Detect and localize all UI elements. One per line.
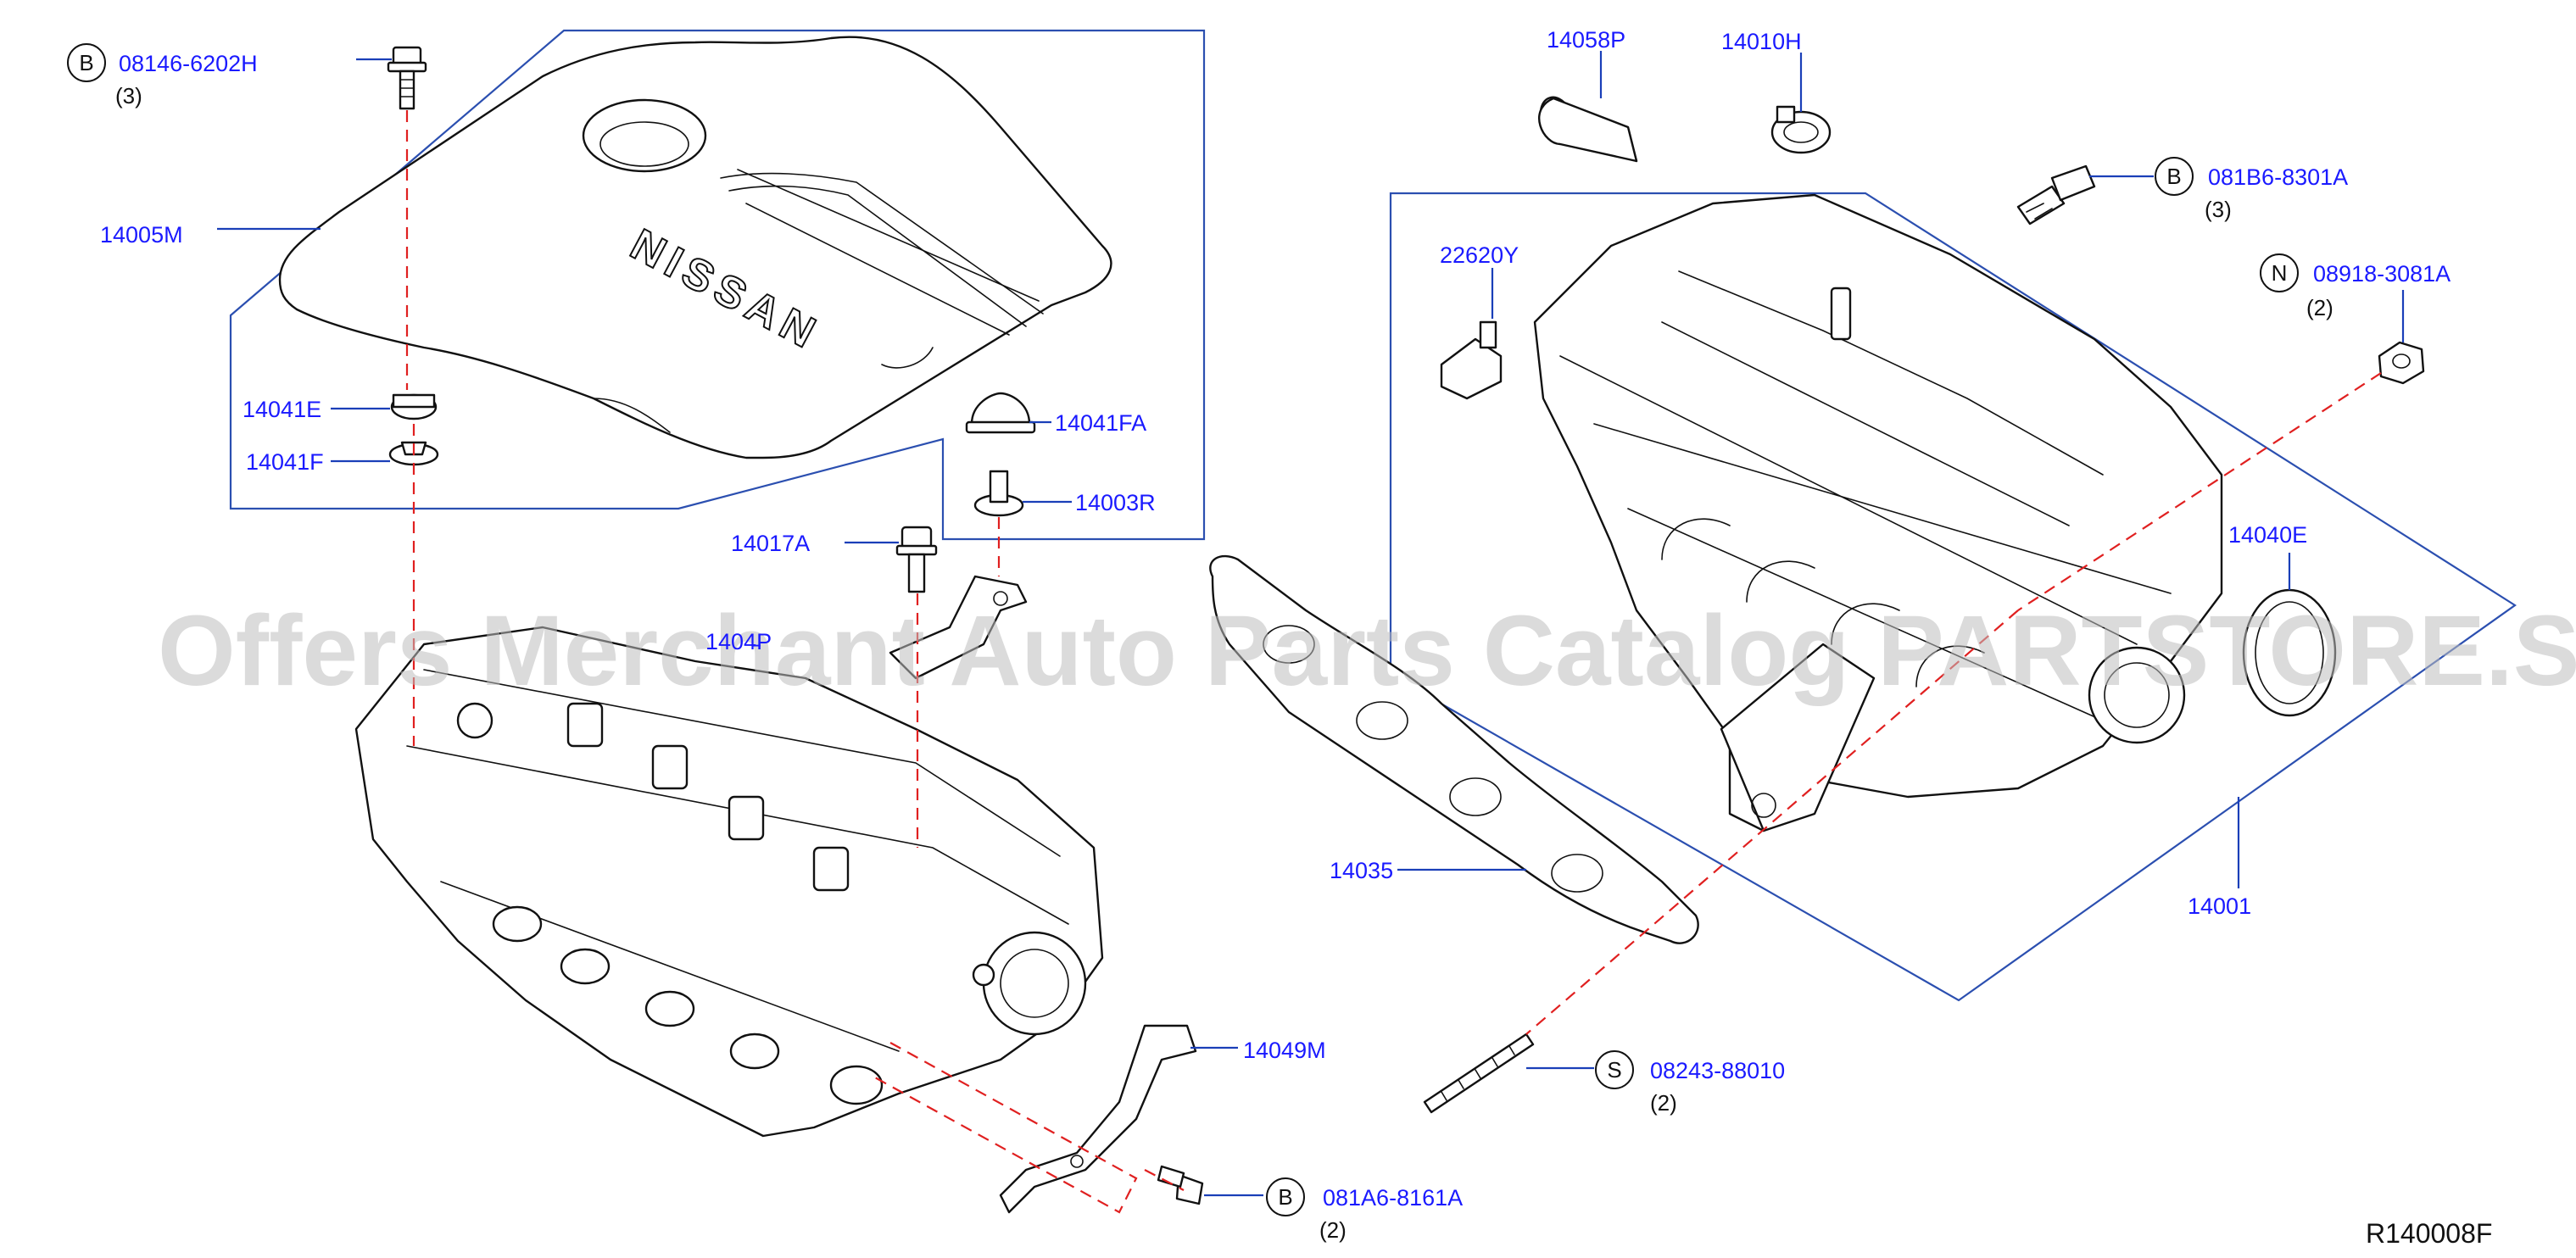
- part-number-14040e[interactable]: 14040E: [2228, 522, 2307, 548]
- assembly-line: [2017, 372, 2382, 611]
- callout-badge: [2155, 157, 2194, 196]
- part-number-08146-6202h[interactable]: 08146-6202H: [119, 51, 258, 76]
- callout-badge: [1595, 1050, 1634, 1089]
- quantity-081b6: (3): [2205, 197, 2232, 222]
- callout-badge: [1266, 1177, 1305, 1216]
- part-number-08918-3081a[interactable]: 08918-3081A: [2313, 261, 2451, 287]
- bolt-08146[interactable]: [387, 46, 427, 110]
- cylinder-head-assembly: [354, 626, 1104, 1138]
- assembly-line: [1525, 610, 2019, 1035]
- clamp-14010h[interactable]: [1770, 105, 1832, 154]
- bolt-081a6[interactable]: [1157, 1165, 1204, 1205]
- bracket-1404p[interactable]: [889, 575, 1028, 680]
- part-number-14010h[interactable]: 14010H: [1721, 29, 1802, 54]
- bolt-081b6[interactable]: [2016, 164, 2096, 225]
- grommet-14041fa[interactable]: [965, 392, 1036, 434]
- watermark-text: Offers Merchant Auto Parts Catalog PARTS…: [158, 595, 2576, 707]
- nut-08918[interactable]: [2378, 341, 2425, 385]
- engine-cover[interactable]: NISSAN: [278, 36, 1112, 459]
- part-number-14035[interactable]: 14035: [1330, 858, 1393, 883]
- intake-manifold[interactable]: [1533, 193, 2223, 832]
- assembly-line: [873, 1042, 1138, 1214]
- intake-gasket[interactable]: [1209, 554, 1699, 944]
- part-number-081b6-8301a[interactable]: 081B6-8301A: [2208, 164, 2348, 190]
- bolt-14017a[interactable]: [895, 526, 938, 593]
- callout-badge-letter: N: [2272, 260, 2288, 286]
- assembly-line: [1144, 1169, 1185, 1191]
- part-number-14049m[interactable]: 14049M: [1243, 1038, 1326, 1063]
- callout-badge-letter: B: [2166, 164, 2181, 189]
- engine-cover-frame: [229, 29, 1206, 541]
- grommet-14041e[interactable]: [390, 393, 438, 420]
- callout-badge-letter: S: [1607, 1057, 1621, 1083]
- part-number-1404p[interactable]: 1404̵P: [705, 629, 772, 654]
- part-number-14003r[interactable]: 14003R: [1075, 490, 1156, 515]
- diagram-reference: R140008F: [2366, 1218, 2492, 1249]
- part-number-14058p[interactable]: 14058P: [1547, 27, 1625, 53]
- part-number-14041fa[interactable]: 14041FA: [1055, 410, 1146, 436]
- callout-badge: [2260, 253, 2299, 292]
- quantity-08146: (3): [115, 83, 142, 109]
- part-number-081a6-8161a[interactable]: 081A6-8161A: [1323, 1185, 1463, 1211]
- callout-badge-letter: B: [1278, 1184, 1292, 1210]
- part-number-14005m[interactable]: 14005M: [100, 222, 183, 248]
- stud-14003r[interactable]: [973, 470, 1024, 517]
- quantity-08918: (2): [2306, 295, 2333, 320]
- quantity-081a6: (2): [1319, 1217, 1347, 1243]
- part-number-08243-88010[interactable]: 08243-88010: [1650, 1058, 1785, 1083]
- bracket-14049m[interactable]: [999, 1024, 1197, 1214]
- sleeve-14058p[interactable]: [1535, 92, 1638, 163]
- quantity-08243: (2): [1650, 1090, 1677, 1116]
- part-number-14041f[interactable]: 14041F: [246, 449, 324, 475]
- part-number-14041e[interactable]: 14041E: [243, 397, 321, 422]
- part-number-14017a[interactable]: 14017A: [731, 531, 810, 556]
- part-number-22620y[interactable]: 22620Y: [1440, 242, 1519, 268]
- stud-08243[interactable]: [1423, 1033, 1535, 1114]
- part-number-14001[interactable]: 14001: [2188, 893, 2251, 919]
- callout-badge-letter: B: [79, 50, 93, 75]
- intake-manifold-frame: [1389, 192, 2517, 1002]
- sensor-22620y[interactable]: [1440, 320, 1503, 400]
- callout-badge: [67, 43, 106, 82]
